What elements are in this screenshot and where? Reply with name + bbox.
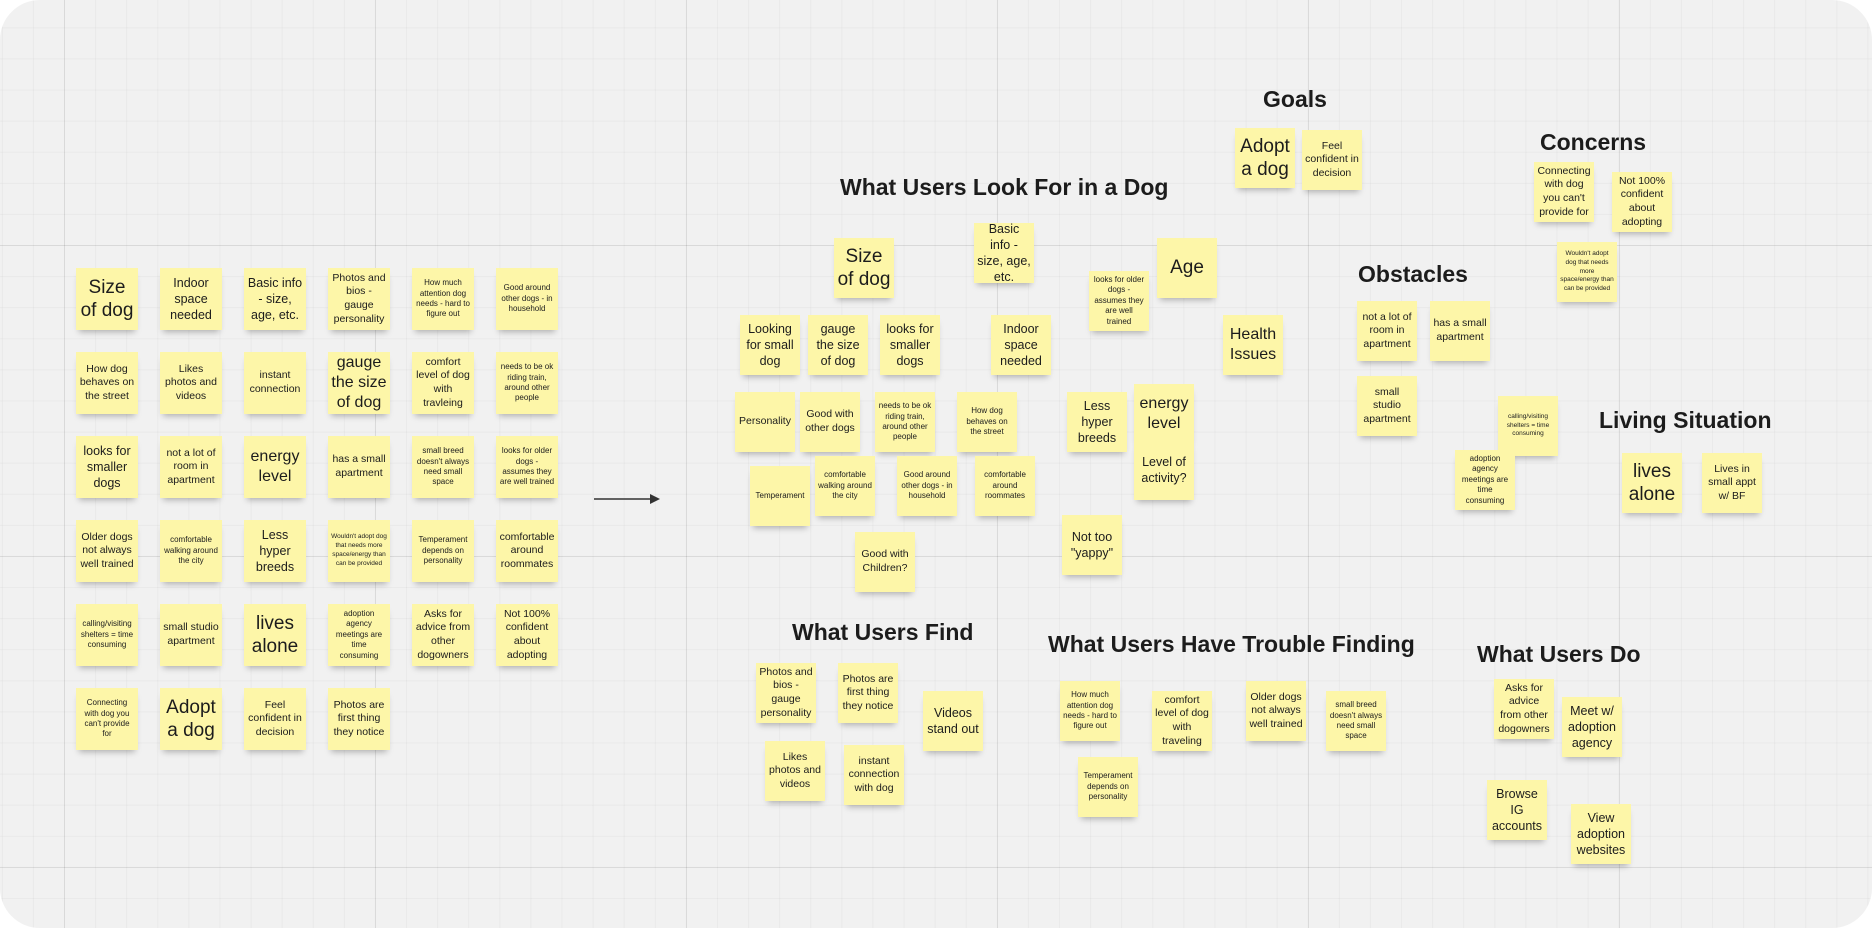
sticky-note[interactable]: needs to be ok riding train, around othe… <box>875 392 935 452</box>
sticky-note[interactable]: Connecting with dog you can't provide fo… <box>76 688 138 750</box>
heading-goals[interactable]: Goals <box>1263 86 1327 112</box>
sticky-note[interactable]: Photos and bios - gauge personality <box>756 663 816 723</box>
sticky-note[interactable]: energy level <box>244 436 306 498</box>
sticky-note[interactable]: How much attention dog needs - hard to f… <box>1060 681 1120 741</box>
sticky-note[interactable]: Looking for small dog <box>740 315 800 375</box>
sticky-note[interactable]: Indoor space needed <box>991 315 1051 375</box>
sticky-note[interactable]: Photos and bios - gauge personality <box>328 268 390 330</box>
sticky-note[interactable]: Temperament <box>750 466 810 526</box>
sticky-note[interactable]: comfortable walking around the city <box>160 520 222 582</box>
sticky-note[interactable]: needs to be ok riding train, around othe… <box>496 352 558 414</box>
heading-do[interactable]: What Users Do <box>1477 641 1641 667</box>
sticky-note[interactable]: not a lot of room in apartment <box>1357 301 1417 361</box>
sticky-note[interactable]: Indoor space needed <box>160 268 222 330</box>
sticky-note[interactable]: comfort level of dog with travleing <box>412 352 474 414</box>
sticky-note[interactable]: small breed doesn't always need small sp… <box>412 436 474 498</box>
sticky-note[interactable]: Asks for advice from other dogowners <box>412 604 474 666</box>
sticky-note[interactable]: Not 100% confident about adopting <box>496 604 558 666</box>
heading-obstacles[interactable]: Obstacles <box>1358 261 1468 287</box>
sticky-note[interactable]: Meet w/ adoption agency <box>1562 697 1622 757</box>
heading-living-situation[interactable]: Living Situation <box>1599 407 1772 433</box>
sticky-note[interactable]: Browse IG accounts <box>1487 780 1547 840</box>
sticky-note[interactable]: Temperament depends on personality <box>1078 757 1138 817</box>
sticky-note[interactable]: calling/visiting shelters = time consumi… <box>1498 396 1558 456</box>
sticky-note[interactable]: calling/visiting shelters = time consumi… <box>76 604 138 666</box>
sticky-note[interactable]: Likes photos and videos <box>765 741 825 801</box>
sticky-note[interactable]: Good around other dogs - in household <box>897 456 957 516</box>
sticky-note[interactable]: Connecting with dog you can't provide fo… <box>1534 162 1594 222</box>
sticky-note[interactable]: How much attention dog needs - hard to f… <box>412 268 474 330</box>
sticky-note[interactable]: small breed doesn't always need small sp… <box>1326 691 1386 751</box>
sticky-note[interactable]: not a lot of room in apartment <box>160 436 222 498</box>
sticky-note[interactable]: Temperament depends on personality <box>412 520 474 582</box>
sticky-note[interactable]: Size of dog <box>834 238 894 298</box>
sticky-note[interactable]: instant connection with dog <box>844 745 904 805</box>
arrow-connector[interactable] <box>592 492 662 506</box>
sticky-note[interactable]: How dog behaves on the street <box>76 352 138 414</box>
sticky-note[interactable]: has a small apartment <box>1430 301 1490 361</box>
heading-trouble-finding[interactable]: What Users Have Trouble Finding <box>1048 631 1415 657</box>
sticky-note[interactable]: Older dogs not always well trained <box>76 520 138 582</box>
sticky-note[interactable]: Adopt a dog <box>1235 128 1295 188</box>
sticky-note[interactable]: Wouldn't adopt dog that needs more space… <box>1557 242 1617 302</box>
sticky-note[interactable]: comfortable around roommates <box>496 520 558 582</box>
sticky-note[interactable]: Not too "yappy" <box>1062 515 1122 575</box>
sticky-note[interactable]: Good around other dogs - in household <box>496 268 558 330</box>
sticky-note[interactable]: Asks for advice from other dogowners <box>1494 679 1554 739</box>
sticky-note[interactable]: small studio apartment <box>160 604 222 666</box>
sticky-note[interactable]: Basic info - size, age, etc. <box>974 222 1034 284</box>
sticky-note[interactable]: Photos are first thing they notice <box>838 663 898 723</box>
sticky-note[interactable]: has a small apartment <box>328 436 390 498</box>
sticky-note[interactable]: Level of activity? <box>1134 440 1194 500</box>
sticky-note[interactable]: Personality <box>735 392 795 452</box>
heading-concerns[interactable]: Concerns <box>1540 129 1647 155</box>
sticky-note[interactable]: looks for older dogs - assumes they are … <box>1089 271 1149 331</box>
sticky-note[interactable]: Good with other dogs <box>800 392 860 452</box>
sticky-note[interactable]: Older dogs not always well trained <box>1246 681 1306 741</box>
sticky-note[interactable]: Wouldn't adopt dog that needs more space… <box>328 520 390 582</box>
sticky-note[interactable]: Not 100% confident about adopting <box>1612 172 1672 232</box>
sticky-note[interactable]: Feel confident in decision <box>1302 130 1362 190</box>
sticky-note[interactable]: Less hyper breeds <box>244 520 306 582</box>
sticky-note[interactable]: Age <box>1157 238 1217 298</box>
sticky-note[interactable]: comfortable around roommates <box>975 456 1035 516</box>
sticky-note[interactable]: comfort level of dog with traveling <box>1152 691 1212 751</box>
sticky-note[interactable]: adoption agency meetings are time consum… <box>1455 450 1515 510</box>
sticky-note[interactable]: looks for smaller dogs <box>76 436 138 498</box>
heading-find[interactable]: What Users Find <box>792 619 974 645</box>
sticky-note[interactable]: gauge the size of dog <box>328 352 390 414</box>
sticky-note[interactable]: Health Issues <box>1223 315 1283 375</box>
sticky-note[interactable]: lives alone <box>244 604 306 666</box>
sticky-note[interactable]: Good with Children? <box>855 532 915 592</box>
sticky-note[interactable]: gauge the size of dog <box>808 315 868 375</box>
sticky-note[interactable]: lives alone <box>1622 453 1682 513</box>
sticky-note[interactable]: How dog behaves on the street <box>957 392 1017 452</box>
heading-look-for[interactable]: What Users Look For in a Dog <box>840 174 1169 200</box>
sticky-note[interactable]: looks for older dogs - assumes they are … <box>496 436 558 498</box>
sticky-note[interactable]: Lives in small appt w/ BF <box>1702 453 1762 513</box>
sticky-note[interactable]: Feel confident in decision <box>244 688 306 750</box>
sticky-note[interactable]: small studio apartment <box>1357 376 1417 436</box>
sticky-note[interactable]: Photos are first thing they notice <box>328 688 390 750</box>
sticky-note[interactable]: instant connection <box>244 352 306 414</box>
sticky-note[interactable]: adoption agency meetings are time consum… <box>328 604 390 666</box>
sticky-note[interactable]: Videos stand out <box>923 691 983 751</box>
sticky-note[interactable]: Size of dog <box>76 268 138 330</box>
sticky-note[interactable]: Adopt a dog <box>160 688 222 750</box>
sticky-note[interactable]: Basic info - size, age, etc. <box>244 268 306 330</box>
sticky-note[interactable]: energy level <box>1134 384 1194 444</box>
sticky-note[interactable]: Less hyper breeds <box>1067 392 1127 452</box>
sticky-note[interactable]: View adoption websites <box>1571 804 1631 864</box>
sticky-note[interactable]: comfortable walking around the city <box>815 456 875 516</box>
sticky-note[interactable]: looks for smaller dogs <box>880 315 940 375</box>
sticky-note[interactable]: Likes photos and videos <box>160 352 222 414</box>
